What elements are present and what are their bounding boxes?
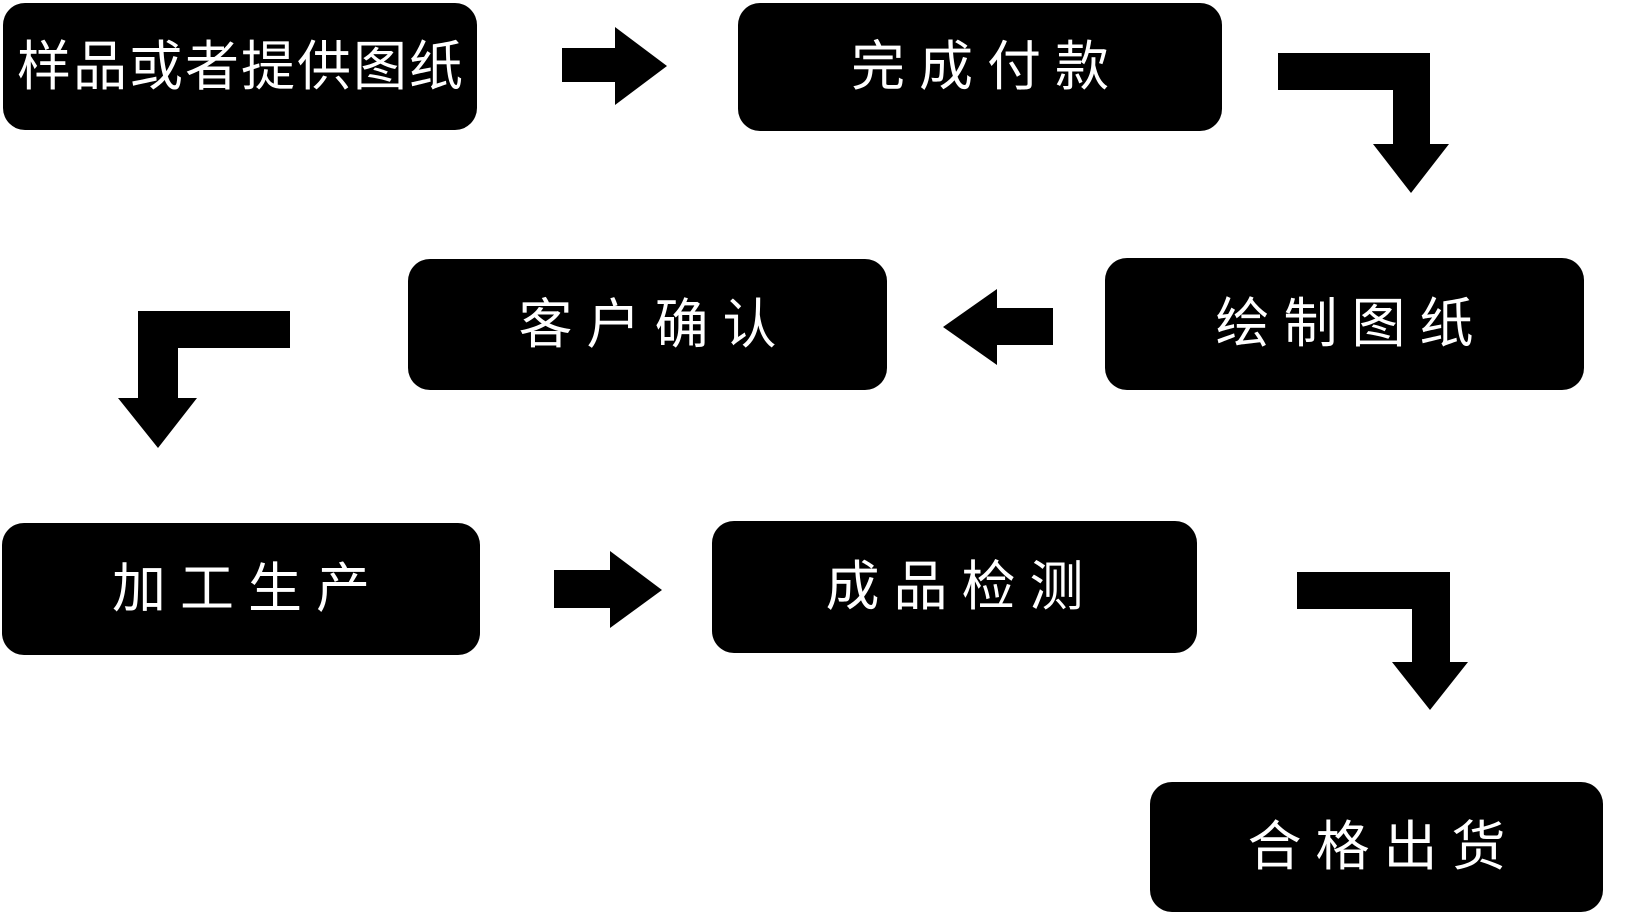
node-qualified-shipment: 合格出货 xyxy=(1150,782,1603,912)
node-complete-payment: 完成付款 xyxy=(738,3,1222,131)
connector-arrow-3-left-icon xyxy=(943,289,1053,365)
node-customer-confirmation: 客户确认 xyxy=(408,259,887,390)
node-label: 成品检测 xyxy=(825,555,1098,618)
connector-arrow-4-elbow-down-icon xyxy=(118,311,290,448)
connector-arrow-5-right-icon xyxy=(554,551,662,628)
connector-arrow-2-elbow-down-icon xyxy=(1278,53,1449,193)
node-processing-production: 加工生产 xyxy=(2,523,480,655)
node-sample-or-provide-drawing: 样品或者提供图纸 xyxy=(3,3,477,130)
node-label: 合格出货 xyxy=(1247,815,1520,878)
node-label: 加工生产 xyxy=(112,557,384,620)
node-label: 样品或者提供图纸 xyxy=(17,34,465,98)
node-finished-product-inspection: 成品检测 xyxy=(712,521,1197,653)
node-label: 客户确认 xyxy=(518,292,791,356)
node-label: 完成付款 xyxy=(851,35,1123,98)
connector-arrow-1-right-icon xyxy=(562,27,667,105)
node-label: 绘制图纸 xyxy=(1215,292,1488,355)
connector-arrow-6-elbow-down-icon xyxy=(1297,572,1468,710)
node-draw-drawing: 绘制图纸 xyxy=(1105,258,1584,390)
